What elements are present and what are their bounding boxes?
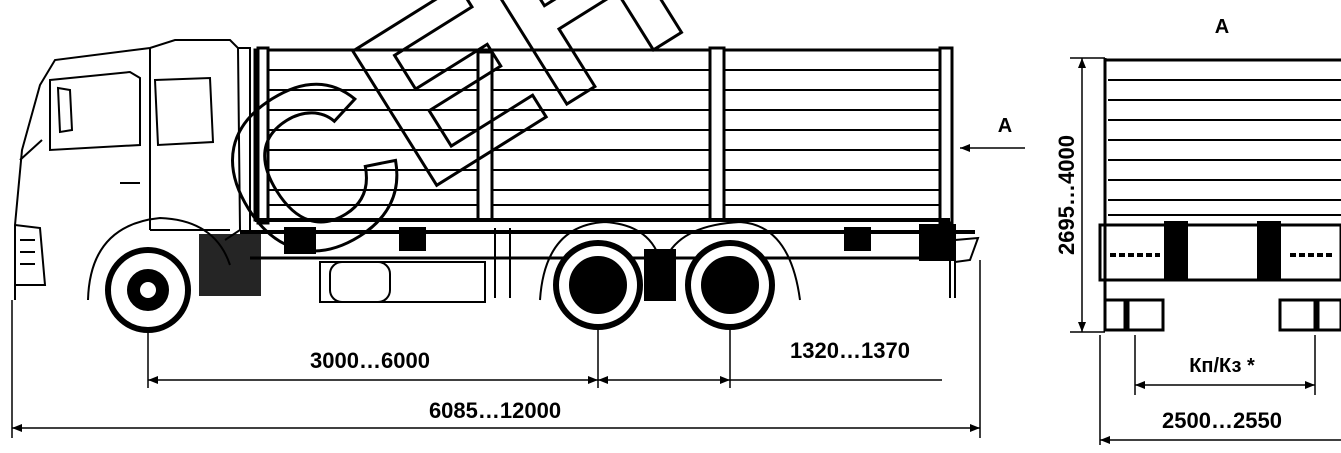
truck-cab xyxy=(14,39,251,301)
rear-body xyxy=(1098,58,1341,332)
front-wheel xyxy=(105,247,191,333)
rear-wheel-2 xyxy=(685,240,775,330)
view-arrow-label: A xyxy=(998,115,1012,137)
side-view xyxy=(11,39,1025,438)
overall-width-label: 2500…2550 xyxy=(1162,408,1282,433)
rear-dimension-lines xyxy=(1078,58,1341,444)
rear-overhang-label: 1320…1370 xyxy=(790,338,910,363)
dimension-lines xyxy=(12,144,1025,432)
rear-view xyxy=(1070,57,1341,445)
wheelbase-label: 3000…6000 xyxy=(310,348,430,373)
cargo-body xyxy=(253,46,954,225)
view-label: A xyxy=(1215,16,1229,38)
rear-wheel-1 xyxy=(553,240,643,330)
overall-length-label: 6085…12000 xyxy=(429,398,561,423)
height-label: 2695…4000 xyxy=(1054,135,1079,255)
track-label: Кп/Кз * xyxy=(1189,355,1255,377)
